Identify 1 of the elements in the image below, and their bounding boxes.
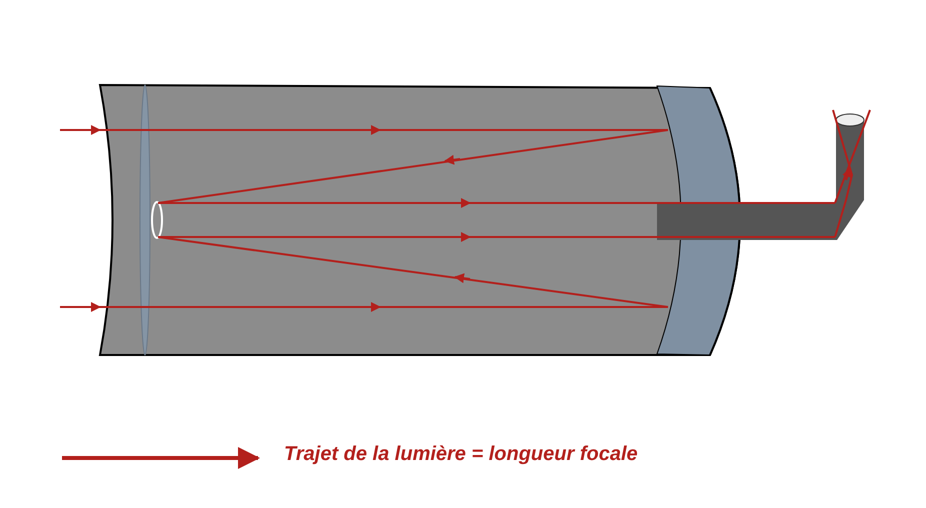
legend-text: Trajet de la lumière = longueur focale bbox=[284, 443, 638, 466]
